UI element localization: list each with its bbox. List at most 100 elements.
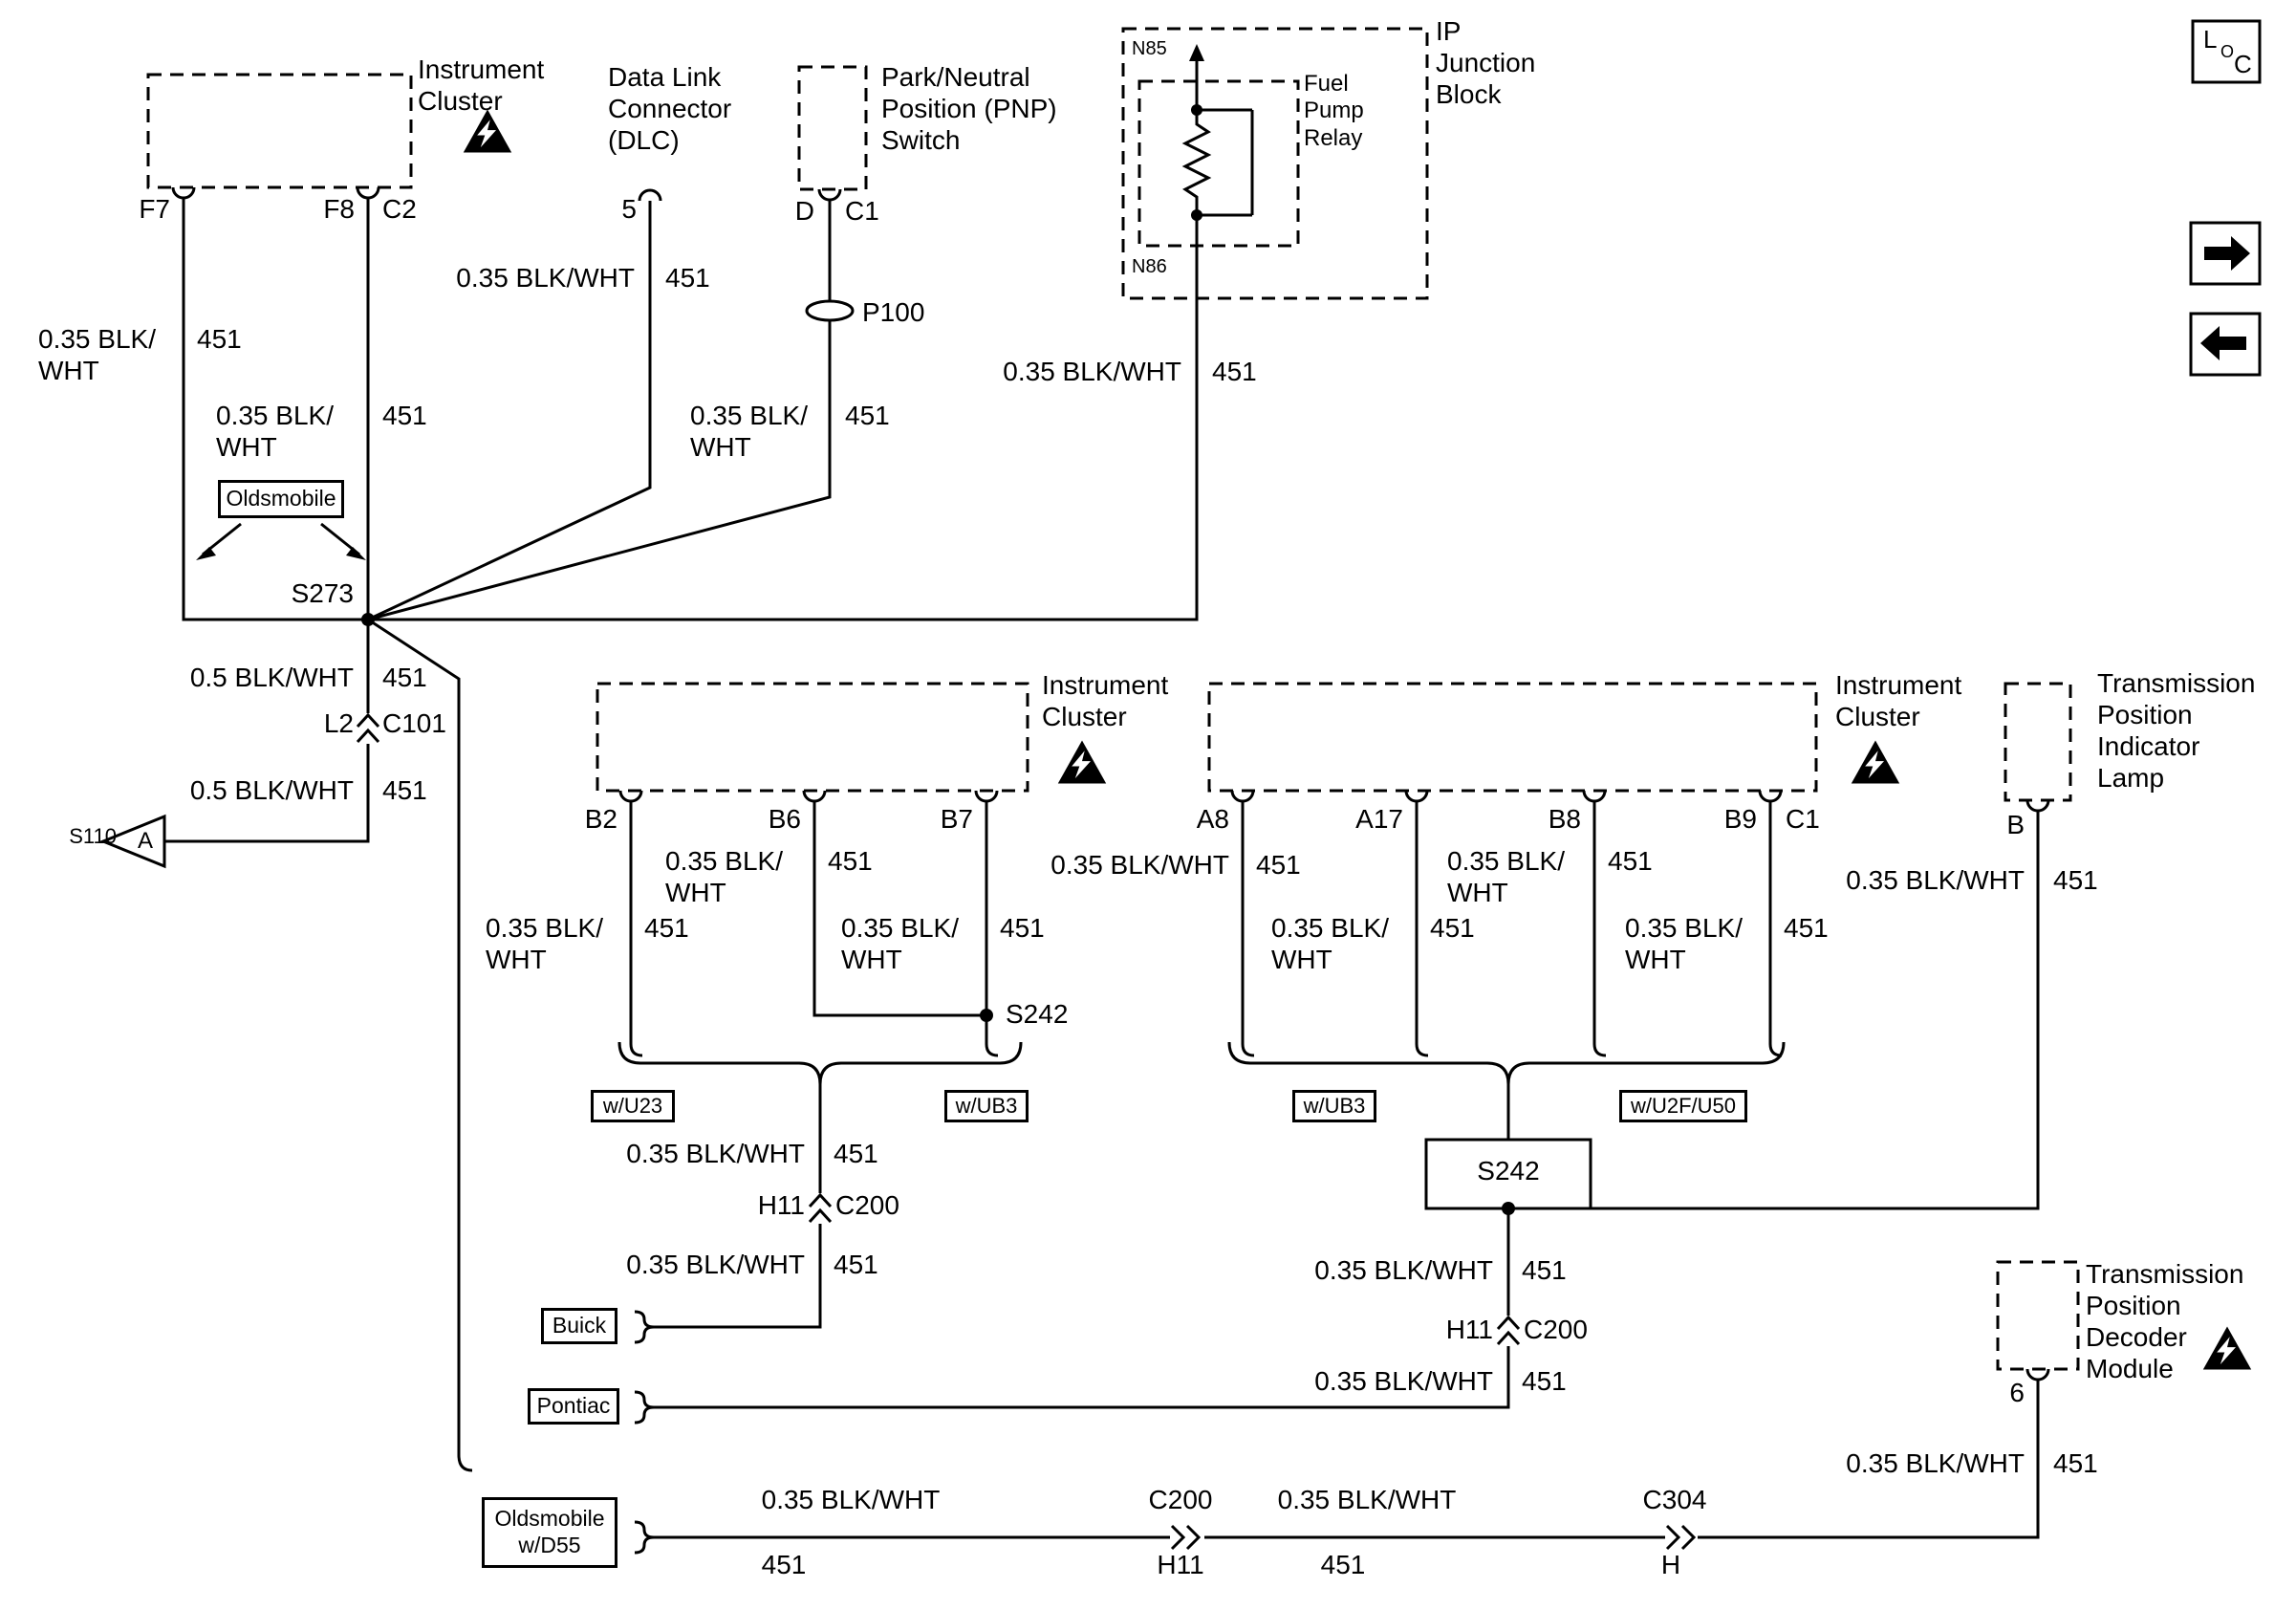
pin-a8: A8 — [1196, 804, 1229, 834]
n85-arrow-icon — [1189, 44, 1204, 61]
socket-b9 — [1758, 790, 1783, 803]
wire-ground-lower-circuit: 451 — [382, 775, 427, 805]
wires — [164, 59, 2040, 1539]
model-branch-hooks — [634, 1310, 655, 1555]
wire-model-branch — [367, 618, 473, 1472]
wire-b6 — [812, 801, 986, 1017]
option-tag-w-u2f-u50: w/U2F/U50 — [1619, 1090, 1747, 1122]
p100-inline-connector — [805, 299, 855, 322]
splice-s242-left-label: S242 — [1006, 999, 1069, 1029]
wire-decoder-circuit: 451 — [2053, 1448, 2098, 1478]
pin-b2: B2 — [584, 804, 617, 834]
connector-c101: C101 — [382, 708, 446, 738]
wire-pontiac-run — [654, 1208, 1510, 1409]
wire-dlc-circuit: 451 — [665, 263, 710, 293]
wire-lamp-gauge: 0.35 BLK/WHT — [1846, 865, 2025, 895]
pin-b-lamp: B — [2006, 810, 2025, 839]
lamp-label: Transmission Position Indicator Lamp — [2097, 668, 2256, 794]
esd-warning-icon — [1851, 740, 1900, 784]
next-arrow-box — [2189, 221, 2262, 286]
s110-ground-triangle — [99, 814, 166, 869]
connector-c304: C304 — [1642, 1485, 1707, 1514]
pin-l2: L2 — [323, 708, 354, 738]
oldsmobile-d55-tag: Oldsmobile w/D55 — [482, 1497, 617, 1568]
wire-b2 — [629, 801, 643, 1057]
previous-arrow-box — [2189, 312, 2262, 377]
break-c304-bottom — [1665, 1524, 1697, 1551]
wire-olds-right-gauge: 0.35 BLK/WHT — [1277, 1485, 1457, 1514]
group-brace-left — [617, 1041, 1023, 1085]
oldsmobile-pointer-arrows — [196, 522, 366, 560]
decoder-label: Transmission Position Decoder Module — [2086, 1259, 2244, 1384]
wire-b8 — [1592, 801, 1607, 1057]
ip-junction-block-label: IP Junction Block — [1436, 16, 1536, 110]
pontiac-branch-hook — [634, 1390, 655, 1425]
pin-5: 5 — [621, 194, 637, 224]
wire-b6-circuit: 451 — [828, 846, 873, 876]
ground-s110-label: S110 — [69, 824, 117, 848]
socket-a17 — [1404, 790, 1429, 803]
break-c200-left — [808, 1192, 833, 1224]
wire-pnp-circuit: 451 — [845, 401, 890, 430]
wire-ground-upper-circuit: 451 — [382, 663, 427, 692]
instrument-cluster-1-outline — [146, 73, 413, 189]
wire-dlc-gauge: 0.35 BLK/WHT — [456, 263, 635, 293]
loc-marker-o: O — [2220, 42, 2235, 61]
loc-marker-l: L — [2203, 25, 2218, 54]
wire-b2-gauge: 0.35 BLK/ WHT — [486, 913, 603, 975]
esd-warning-icon — [1057, 740, 1107, 784]
pin-6: 6 — [2009, 1378, 2025, 1407]
pin-h11-right: H11 — [1445, 1315, 1493, 1344]
oldsmobile-arrowhead-left — [196, 547, 216, 560]
wire-dlc — [367, 201, 652, 621]
wire-right-upper-gauge: 0.35 BLK/WHT — [1314, 1255, 1493, 1285]
socket-dlc-5 — [638, 188, 662, 202]
wire-right-lower-circuit: 451 — [1522, 1366, 1567, 1396]
pnp-switch-outline — [797, 65, 868, 191]
connector-c1-ic3: C1 — [1786, 804, 1820, 834]
socket-b7 — [974, 790, 999, 803]
option-tag-w-ub3-left: w/UB3 — [944, 1090, 1029, 1122]
wire-ground-upper-gauge: 0.5 BLK/WHT — [189, 663, 354, 692]
wire-mid-upper-circuit: 451 — [834, 1139, 878, 1168]
wire-olds-left-circuit: 451 — [761, 1550, 807, 1579]
wire-a8 — [1241, 801, 1255, 1057]
wire-a8-gauge: 0.35 BLK/WHT — [1051, 850, 1229, 880]
connector-c1-pnp: C1 — [845, 196, 879, 226]
wire-a17-gauge: 0.35 BLK/ WHT — [1271, 913, 1389, 975]
wire-right-upper-circuit: 451 — [1522, 1255, 1567, 1285]
n86-terminal-label: N86 — [1132, 256, 1167, 277]
splices — [361, 44, 1515, 1215]
wire-ip-gauge: 0.35 BLK/WHT — [1003, 357, 1181, 386]
wire-b9-gauge: 0.35 BLK/ WHT — [1625, 913, 1743, 975]
socket-f8 — [356, 186, 380, 200]
wire-f8-gauge: 0.35 BLK/ WHT — [216, 401, 334, 463]
relay-resistor — [1181, 110, 1212, 215]
option-tag-w-u23: w/U23 — [591, 1090, 675, 1122]
wire-b8-circuit: 451 — [1608, 846, 1653, 876]
oldsmobile-branch-hook — [634, 1520, 655, 1555]
wire-decoder-gauge: 0.35 BLK/WHT — [1846, 1448, 2025, 1478]
wire-right-lower-gauge: 0.35 BLK/WHT — [1314, 1366, 1493, 1396]
wire-ground-run — [164, 620, 370, 843]
wire-f7-circuit: 451 — [197, 324, 242, 354]
wire-lamp-run — [1508, 811, 2040, 1210]
socket-b8 — [1582, 790, 1607, 803]
wire-mid-lower-circuit: 451 — [834, 1250, 878, 1279]
wire-b7-gauge: 0.35 BLK/ WHT — [841, 913, 959, 975]
pnp-switch-label: Park/Neutral Position (PNP) Switch — [881, 62, 1057, 156]
page-markers — [2189, 19, 2262, 377]
instrument-cluster-3-label: Instrument Cluster — [1835, 670, 1962, 732]
wire-b7 — [985, 801, 999, 1057]
wire-ground-lower-gauge: 0.5 BLK/WHT — [189, 775, 354, 805]
pin-h11-left: H11 — [757, 1190, 805, 1220]
wire-pnp — [367, 200, 832, 621]
p100-label: P100 — [862, 297, 925, 327]
ip-junction-block-outline — [1121, 27, 1429, 300]
wire-b8-gauge: 0.35 BLK/ WHT — [1447, 846, 1565, 908]
pin-sockets — [171, 186, 2050, 1382]
connector-c200-left: C200 — [835, 1190, 899, 1220]
wire-mid-upper-gauge: 0.35 BLK/WHT — [626, 1139, 805, 1168]
pin-b9: B9 — [1723, 804, 1757, 834]
